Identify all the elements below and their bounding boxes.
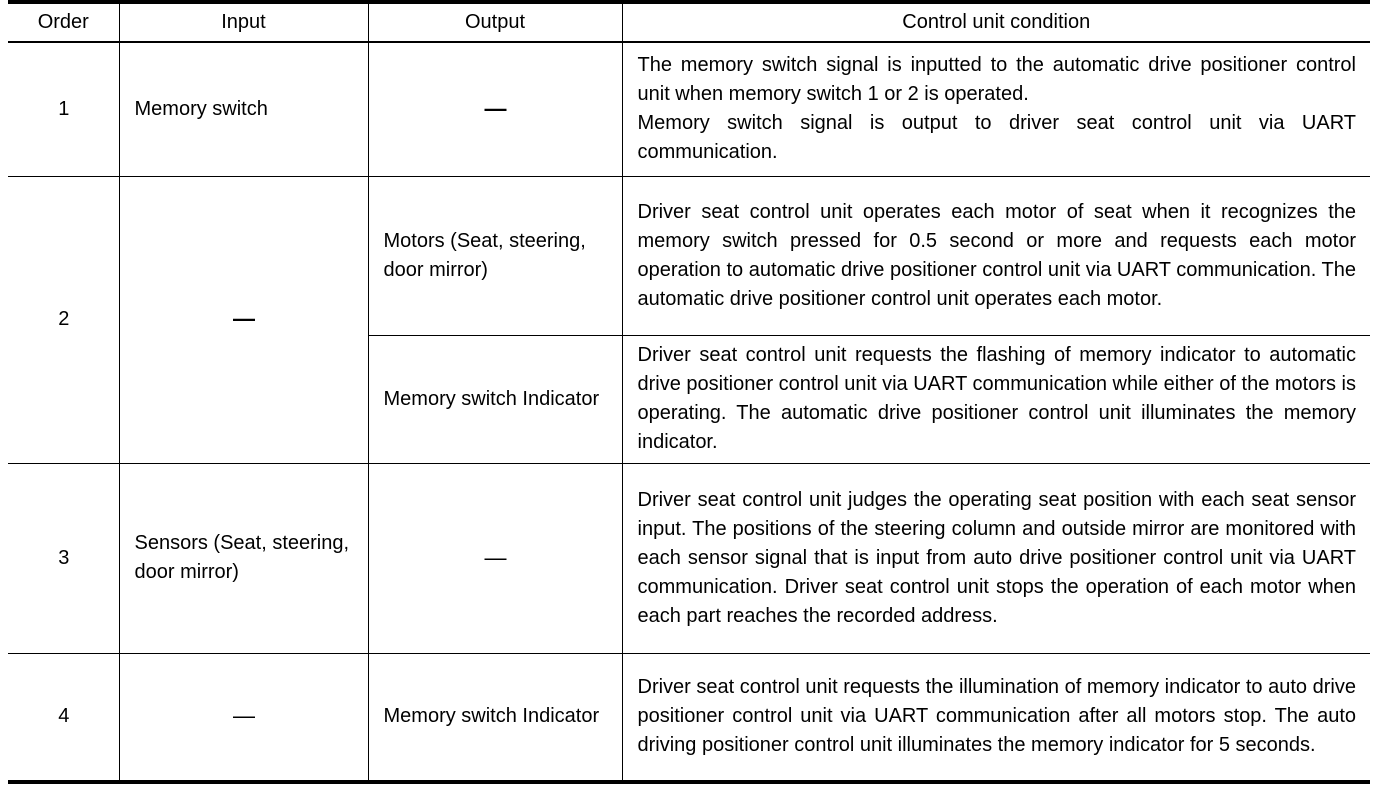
document-page: Order Input Output Control unit conditio…	[8, 0, 1370, 784]
row-3-input: Sensors (Seat, steering, door mirror)	[118, 462, 369, 654]
row-1-condition: The memory switch signal is inputted to …	[621, 41, 1370, 177]
row-1-output-dash: —	[484, 95, 507, 121]
row-3-condition: Driver seat control unit judges the oper…	[621, 462, 1370, 654]
row-1-output: —	[367, 41, 623, 177]
row-2-order: 2	[8, 175, 120, 464]
row-3-order: 3	[8, 462, 120, 654]
row-1-condition-line-1: The memory switch signal is inputted to …	[637, 54, 1357, 106]
row-2b-output: Memory switch Indicator	[367, 334, 623, 464]
row-2a-output: Motors (Seat, steering, door mirror)	[367, 175, 623, 336]
row-2-input: —	[118, 175, 369, 464]
table-row-2b: Memory switch Indicator Driver seat cont…	[8, 334, 1370, 464]
row-2a-condition: Driver seat control unit operates each m…	[621, 175, 1370, 336]
row-2-input-dash: —	[233, 306, 255, 331]
control-sequence-table: Order Input Output Control unit conditio…	[8, 0, 1370, 784]
header-condition: Control unit condition	[621, 0, 1370, 43]
header-order: Order	[8, 0, 120, 43]
row-4-condition: Driver seat control unit requests the il…	[621, 652, 1370, 784]
header-input: Input	[118, 0, 369, 43]
row-4-output: Memory switch Indicator	[367, 652, 623, 784]
row-2b-condition: Driver seat control unit requests the fl…	[621, 334, 1370, 464]
row-4-input: —	[118, 652, 369, 784]
row-4-order: 4	[8, 652, 120, 784]
table-row-4: 4 — Memory switch Indicator Driver seat …	[8, 652, 1370, 784]
header-output: Output	[367, 0, 623, 43]
table-body: 1 Memory switch — The memory switch sign…	[8, 41, 1370, 784]
table-header: Order Input Output Control unit conditio…	[8, 0, 1370, 43]
header-row: Order Input Output Control unit conditio…	[8, 0, 1370, 43]
table-row-2a: 2 — Motors (Seat, steering, door mirror)…	[8, 175, 1370, 464]
row-4-input-dash: —	[233, 703, 255, 729]
row-3-output: —	[367, 462, 623, 654]
table-row-3: 3 Sensors (Seat, steering, door mirror) …	[8, 462, 1370, 654]
row-3-output-dash: —	[484, 544, 507, 570]
table-row-1: 1 Memory switch — The memory switch sign…	[8, 41, 1370, 177]
row-1-order: 1	[8, 41, 120, 177]
row-1-condition-line-2: Memory switch signal is output to driver…	[637, 112, 1357, 164]
row-1-input: Memory switch	[118, 41, 369, 177]
